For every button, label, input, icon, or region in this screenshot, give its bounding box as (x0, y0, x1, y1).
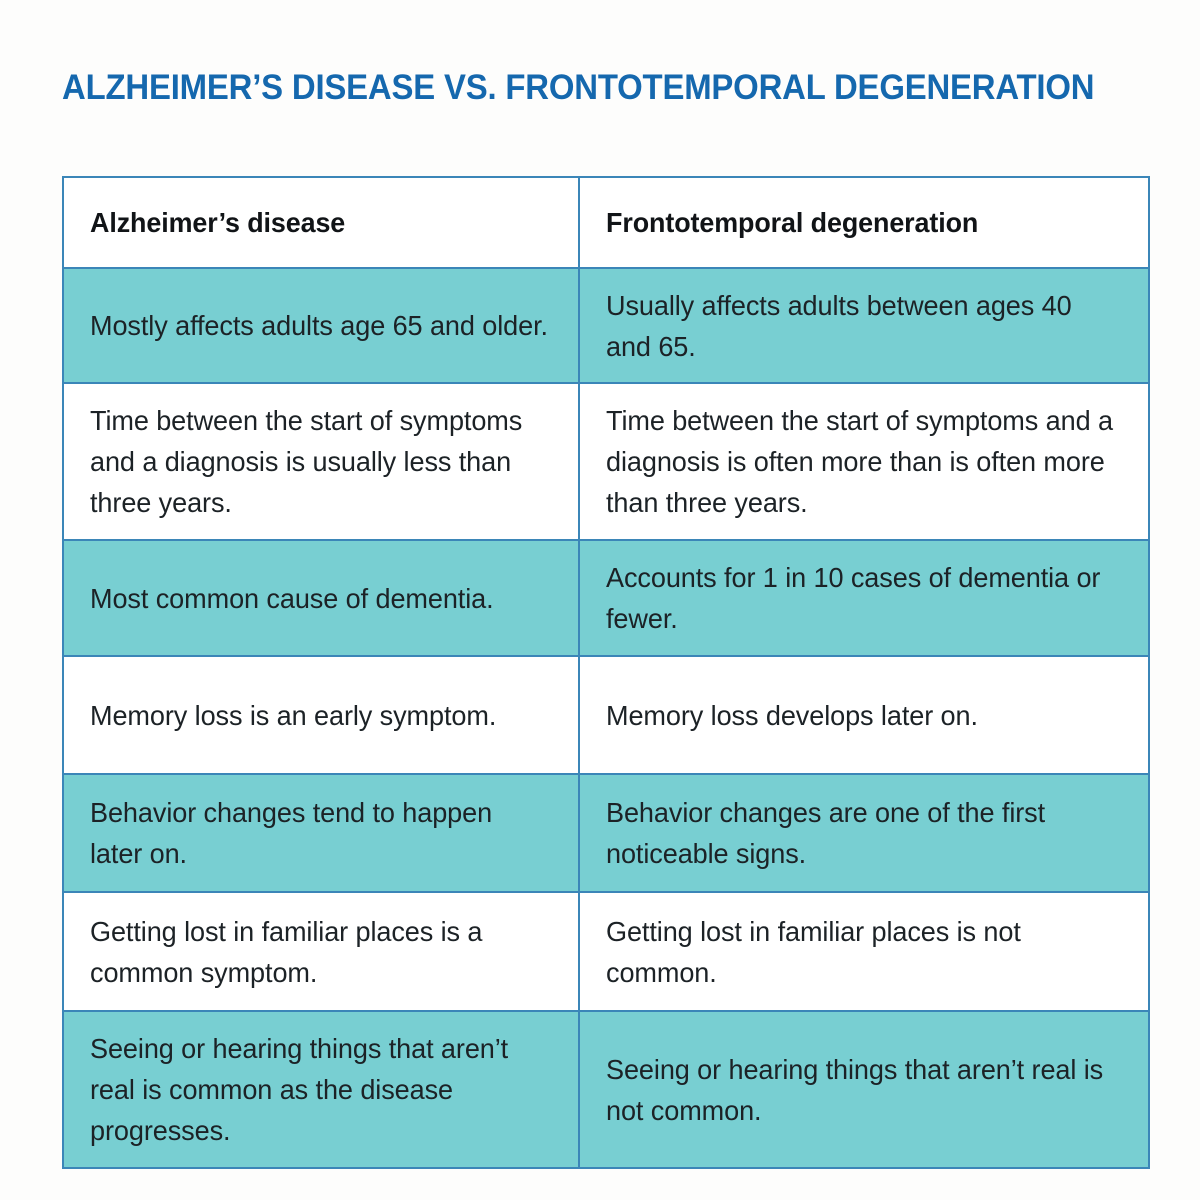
cell-alzheimers: Most common cause of dementia. (62, 539, 580, 657)
cell-frontotemporal: Memory loss develops later on. (578, 655, 1150, 775)
cell-text: Getting lost in familiar places is a com… (90, 915, 483, 988)
cell-text: Time between the start of symptoms and a… (90, 405, 523, 518)
cell-frontotemporal: Usually affects adults between ages 40 a… (578, 267, 1150, 384)
table-row: Most common cause of dementia. Accounts … (62, 539, 1150, 657)
cell-frontotemporal: Getting lost in familiar places is not c… (578, 891, 1150, 1012)
comparison-table: Alzheimer’s disease Frontotemporal degen… (62, 176, 1150, 1169)
cell-frontotemporal: Time between the start of symptoms and a… (578, 382, 1150, 541)
cell-text: Accounts for 1 in 10 cases of dementia o… (606, 562, 1101, 634)
table-body: Mostly affects adults age 65 and older. … (62, 267, 1150, 1169)
cell-frontotemporal: Accounts for 1 in 10 cases of dementia o… (578, 539, 1150, 657)
cell-text: Behavior changes are one of the first no… (606, 797, 1046, 869)
cell-alzheimers: Seeing or hearing things that aren’t rea… (62, 1010, 580, 1169)
page-title: ALZHEIMER’S DISEASE VS. FRONTOTEMPORAL D… (62, 68, 1095, 108)
cell-text: Time between the start of symptoms and a… (606, 405, 1113, 518)
cell-frontotemporal: Behavior changes are one of the first no… (578, 773, 1150, 893)
cell-alzheimers: Mostly affects adults age 65 and older. (62, 267, 580, 384)
cell-text: Mostly affects adults age 65 and older. (90, 310, 548, 341)
table-row: Behavior changes tend to happen later on… (62, 773, 1150, 893)
cell-text: Most common cause of dementia. (90, 582, 494, 614)
column-header-frontotemporal-label: Frontotemporal degeneration (606, 206, 979, 238)
cell-alzheimers: Time between the start of symptoms and a… (62, 382, 580, 541)
cell-alzheimers: Memory loss is an early symptom. (62, 655, 580, 775)
cell-text: Seeing or hearing things that aren’t rea… (606, 1053, 1104, 1126)
cell-text: Behavior changes tend to happen later on… (90, 797, 493, 869)
table-row: Mostly affects adults age 65 and older. … (62, 267, 1150, 384)
cell-text: Getting lost in familiar places is not c… (606, 915, 1021, 988)
cell-alzheimers: Getting lost in familiar places is a com… (62, 891, 580, 1012)
cell-frontotemporal: Seeing or hearing things that aren’t rea… (578, 1010, 1150, 1169)
comparison-table-container: Alzheimer’s disease Frontotemporal degen… (62, 176, 1150, 1169)
table-row: Getting lost in familiar places is a com… (62, 891, 1150, 1012)
column-header-alzheimers-label: Alzheimer’s disease (90, 206, 346, 238)
table-header-row: Alzheimer’s disease Frontotemporal degen… (62, 176, 1150, 269)
table-row: Seeing or hearing things that aren’t rea… (62, 1010, 1150, 1169)
cell-text: Usually affects adults between ages 40 a… (606, 289, 1072, 362)
table-row: Memory loss is an early symptom. Memory … (62, 655, 1150, 775)
table-row: Time between the start of symptoms and a… (62, 382, 1150, 541)
cell-text: Memory loss develops later on. (606, 699, 978, 731)
cell-text: Memory loss is an early symptom. (90, 699, 497, 731)
column-header-alzheimers: Alzheimer’s disease (62, 176, 580, 269)
table-header: Alzheimer’s disease Frontotemporal degen… (62, 176, 1150, 269)
column-header-frontotemporal: Frontotemporal degeneration (578, 176, 1150, 269)
cell-text: Seeing or hearing things that aren’t rea… (90, 1033, 509, 1146)
cell-alzheimers: Behavior changes tend to happen later on… (62, 773, 580, 893)
